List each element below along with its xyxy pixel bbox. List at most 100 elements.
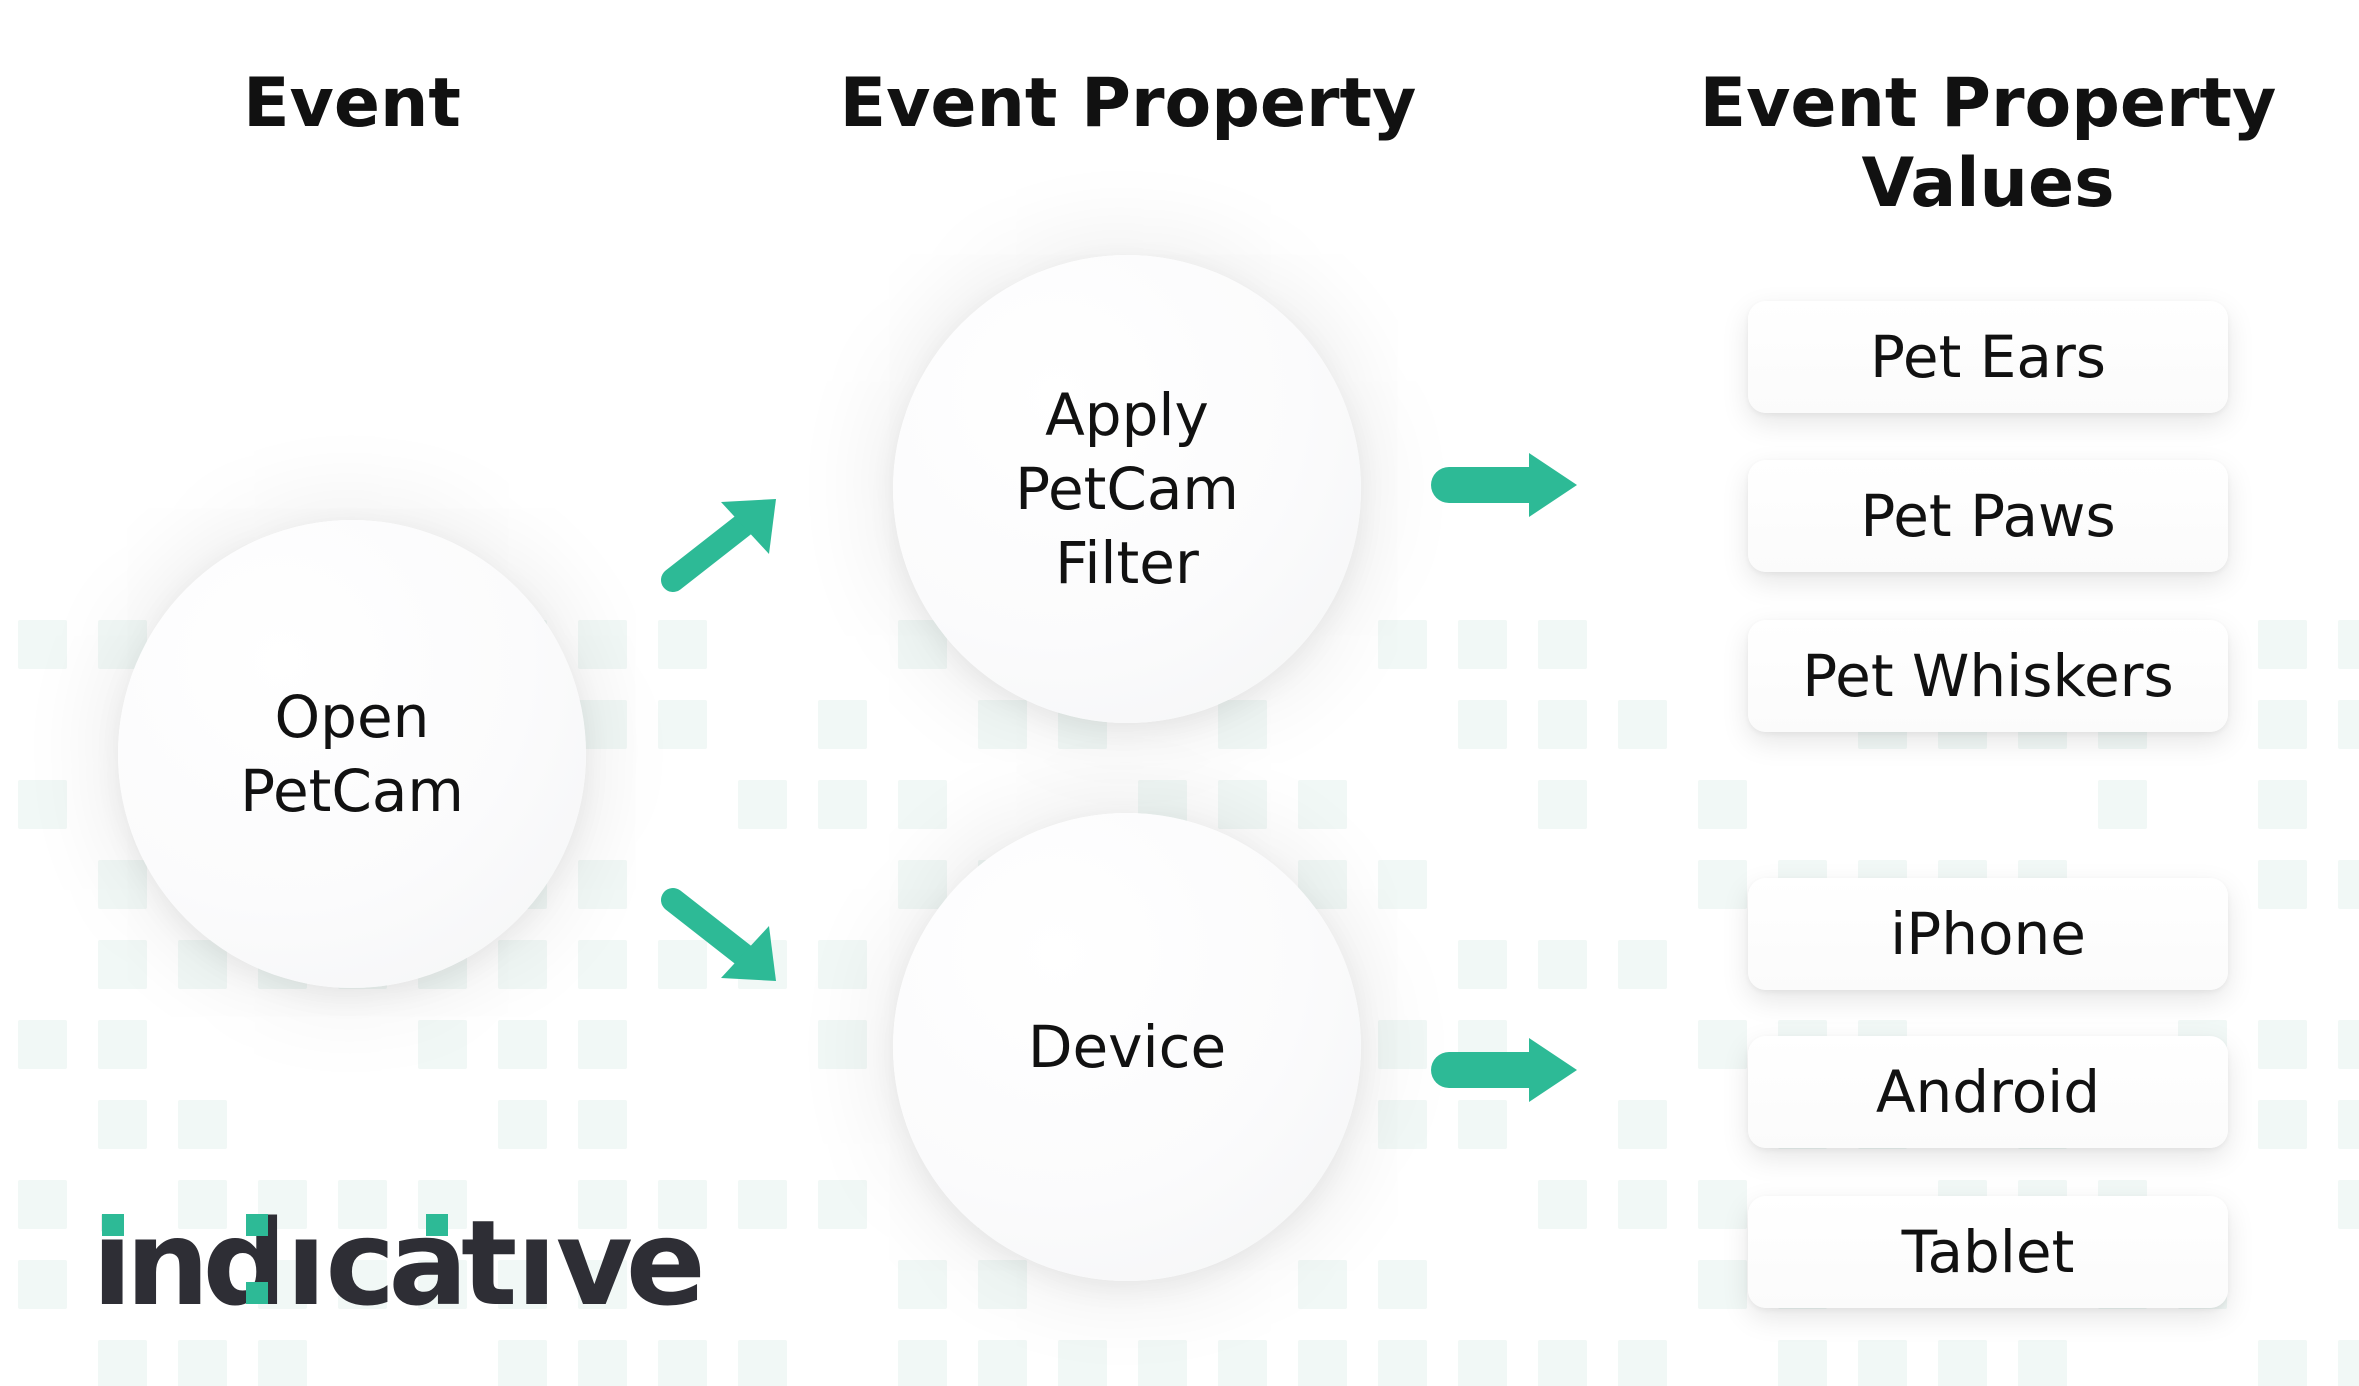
value-pill-label: Pet Paws <box>1860 482 2116 550</box>
background-grid-cell <box>338 1180 387 1229</box>
value-pill-label: Tablet <box>1901 1218 2075 1286</box>
background-grid-cell <box>578 1260 627 1309</box>
background-grid-cell <box>98 1340 147 1386</box>
background-grid-cell <box>818 780 867 829</box>
background-grid-cell <box>978 1340 1027 1386</box>
background-grid-cell <box>658 700 707 749</box>
background-grid-cell <box>1378 620 1427 669</box>
background-grid-cell <box>1138 1340 1187 1386</box>
background-grid-cell <box>2338 1340 2359 1386</box>
background-grid-cell <box>1778 1340 1827 1386</box>
background-grid-cell <box>578 860 627 909</box>
background-grid-cell <box>498 1020 547 1069</box>
node-apply-petcam-filter: Apply PetCam Filter <box>893 255 1361 723</box>
background-grid-cell <box>818 1180 867 1229</box>
background-grid-cell <box>1378 1340 1427 1386</box>
background-grid-cell <box>578 1340 627 1386</box>
background-grid-cell <box>2258 1020 2307 1069</box>
background-grid-cell <box>578 940 627 989</box>
background-grid-cell <box>2338 1100 2359 1149</box>
background-grid-cell <box>498 1340 547 1386</box>
background-grid-cell <box>1538 1180 1587 1229</box>
value-pill: Pet Ears <box>1748 301 2228 413</box>
background-grid-cell <box>898 1340 947 1386</box>
svg-text:indıcatıve: indıcatıve <box>92 1194 701 1332</box>
background-grid-cell <box>178 1340 227 1386</box>
node-open-petcam: Open PetCam <box>118 520 586 988</box>
indicative-logo: indıcatıve <box>92 1194 708 1332</box>
background-grid-cell <box>1618 1100 1667 1149</box>
background-grid-cell <box>578 700 627 749</box>
background-grid-cell <box>1378 1260 1427 1309</box>
background-grid-cell <box>1458 620 1507 669</box>
value-pill: Pet Paws <box>1748 460 2228 572</box>
background-grid-cell <box>2338 1020 2359 1069</box>
arrow-right-icon <box>1431 453 1577 517</box>
value-pill: Android <box>1748 1036 2228 1148</box>
background-grid-cell <box>178 1180 227 1229</box>
background-grid-cell <box>898 780 947 829</box>
background-grid-cell <box>2338 860 2359 909</box>
background-grid-cell <box>1698 1180 1747 1229</box>
background-grid-cell <box>1218 700 1267 749</box>
background-grid-cell <box>18 620 67 669</box>
background-grid-cell <box>1458 1340 1507 1386</box>
background-grid-cell <box>2338 1180 2359 1229</box>
background-grid-cell <box>258 1340 307 1386</box>
background-grid-cell <box>98 1100 147 1149</box>
background-grid-cell <box>2258 1100 2307 1149</box>
background-grid-cell <box>738 1340 787 1386</box>
background-grid-cell <box>98 860 147 909</box>
background-grid-cell <box>738 1180 787 1229</box>
background-grid-cell <box>1538 780 1587 829</box>
background-grid-cell <box>2258 620 2307 669</box>
background-grid-cell <box>1218 1340 1267 1386</box>
background-grid-cell <box>578 620 627 669</box>
background-grid-cell <box>498 940 547 989</box>
background-grid-cell <box>1538 1340 1587 1386</box>
background-grid-cell <box>418 1260 467 1309</box>
background-grid-cell <box>2258 860 2307 909</box>
background-grid-cell <box>18 1180 67 1229</box>
background-grid-cell <box>818 940 867 989</box>
background-grid-cell <box>1458 1100 1507 1149</box>
background-grid-cell <box>98 940 147 989</box>
background-grid-cell <box>98 1020 147 1069</box>
logo-text-part: cat <box>325 1194 515 1332</box>
value-pill-label: Pet Ears <box>1869 323 2107 391</box>
background-grid-cell <box>1298 780 1347 829</box>
background-grid-cell <box>2258 1340 2307 1386</box>
value-pill: Pet Whiskers <box>1748 620 2228 732</box>
background-grid-cell <box>1618 940 1667 989</box>
background-grid-cell <box>658 1340 707 1386</box>
arrow-down-right-icon <box>661 888 776 981</box>
background-grid-cell <box>1618 700 1667 749</box>
background-grid-cell <box>2018 1340 2067 1386</box>
background-grid-cell <box>2338 700 2359 749</box>
background-grid-cell <box>178 1100 227 1149</box>
heading-event-property: Event Property <box>839 64 1417 143</box>
background-grid-cell <box>1698 1020 1747 1069</box>
background-grid-cell <box>418 1020 467 1069</box>
background-grid-cell <box>18 780 67 829</box>
background-grid-cell <box>2258 700 2307 749</box>
background-grid-cell <box>578 1180 627 1229</box>
node-open-petcam-label: Open PetCam <box>240 683 464 825</box>
background-grid-cell <box>1938 1340 1987 1386</box>
node-apply-petcam-filter-label: Apply PetCam Filter <box>1015 381 1239 597</box>
node-device: Device <box>893 813 1361 1281</box>
arrow-up-right-icon <box>661 499 776 592</box>
background-grid-cell <box>1538 940 1587 989</box>
background-grid-cell <box>738 780 787 829</box>
background-grid-cell <box>1298 1340 1347 1386</box>
background-grid-cell <box>658 1180 707 1229</box>
value-pill-label: Android <box>1875 1058 2101 1126</box>
background-grid-cell <box>2338 620 2359 669</box>
background-grid-cell <box>18 1260 67 1309</box>
background-grid-cell <box>1618 1180 1667 1229</box>
background-grid-cell <box>1698 780 1747 829</box>
logo-text-part: ve <box>556 1194 701 1332</box>
background-grid-cell <box>658 940 707 989</box>
heading-event-property-values: Event Property Values <box>1699 64 2277 223</box>
background-grid-cell <box>1858 1340 1907 1386</box>
